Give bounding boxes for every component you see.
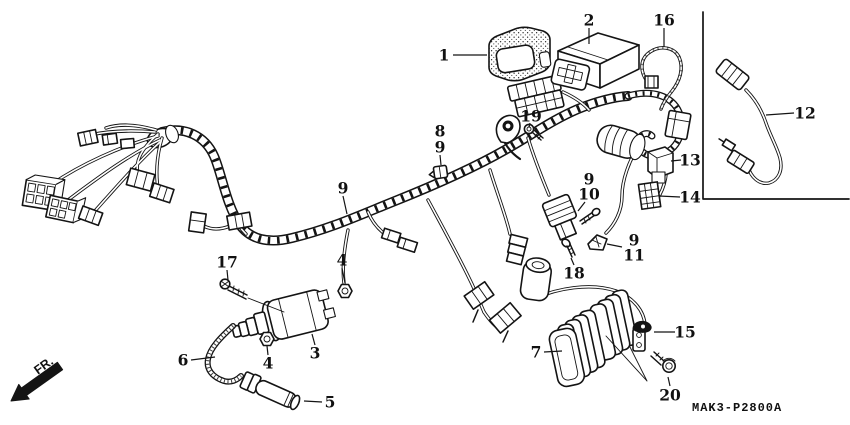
part-17-bolt bbox=[219, 278, 285, 313]
part-number: 8 bbox=[435, 122, 446, 141]
part-3-ignition-coil bbox=[231, 289, 336, 342]
part-number: 16 bbox=[653, 11, 675, 30]
leader-line bbox=[670, 159, 682, 162]
part-number: 14 bbox=[679, 188, 701, 207]
part-20-bolt bbox=[650, 351, 676, 373]
part-number: 4 bbox=[263, 354, 274, 373]
part-label-16-2: 16 bbox=[653, 11, 675, 47]
left-connector-cluster bbox=[21, 128, 253, 234]
part-label-4-18: 4 bbox=[263, 345, 274, 373]
part-number: 13 bbox=[679, 151, 701, 170]
part-number: 15 bbox=[674, 323, 696, 342]
leader-line bbox=[190, 356, 216, 361]
part-number: 9 bbox=[584, 170, 595, 189]
part-number: 10 bbox=[578, 185, 600, 204]
part-number: 7 bbox=[531, 343, 542, 362]
part-14-connector bbox=[637, 181, 662, 211]
leader-line bbox=[667, 376, 671, 387]
part-label-2-1: 2 bbox=[584, 11, 595, 44]
part-label-17-15: 17 bbox=[216, 253, 238, 281]
leader-line bbox=[765, 112, 795, 116]
part-number: 6 bbox=[178, 351, 189, 370]
part-label-8-5: 8 bbox=[435, 122, 446, 141]
part-label-14-9: 14 bbox=[658, 188, 701, 207]
leader-line bbox=[543, 350, 563, 353]
part-12-cable bbox=[744, 88, 783, 185]
part-10-bolt bbox=[579, 207, 601, 225]
part-number: 11 bbox=[623, 246, 645, 265]
mid-branch-connectors bbox=[380, 227, 529, 343]
boot-connector-illustration bbox=[596, 124, 646, 161]
relay-block-illustration bbox=[541, 193, 578, 241]
leader-line bbox=[577, 201, 586, 212]
part-8-clip bbox=[428, 164, 449, 180]
part-1-spark-unit bbox=[488, 26, 552, 82]
part-4-nut-upper bbox=[337, 283, 353, 299]
part-number: 3 bbox=[310, 344, 321, 363]
part-label-5-20: 5 bbox=[303, 393, 336, 412]
harness-bracket bbox=[495, 114, 522, 161]
part-number: 20 bbox=[659, 386, 681, 405]
part-number: 9 bbox=[338, 179, 349, 198]
part-label-18-14: 18 bbox=[563, 257, 585, 283]
part-label-4-16: 4 bbox=[337, 251, 348, 284]
part-label-9-10: 9 bbox=[584, 170, 595, 189]
leader-line bbox=[311, 333, 316, 346]
part-label-19-4: 19 bbox=[520, 107, 542, 128]
part-number: 9 bbox=[629, 231, 640, 250]
part-12-region bbox=[702, 11, 850, 200]
part-label-9-7: 9 bbox=[338, 179, 349, 215]
part-4-nut-lower bbox=[259, 331, 275, 347]
part-number: 18 bbox=[563, 264, 585, 283]
part-number: 9 bbox=[435, 138, 446, 157]
part-number: 1 bbox=[439, 46, 450, 65]
part-18-screw bbox=[561, 238, 576, 258]
leader-line bbox=[303, 400, 323, 403]
part-number: 5 bbox=[325, 393, 336, 412]
leader-line bbox=[528, 122, 531, 128]
fr-direction-arrow: FR. bbox=[10, 354, 64, 402]
leader-line bbox=[439, 154, 442, 166]
rear-coil-illustration bbox=[519, 257, 553, 302]
part-label-7-21: 7 bbox=[531, 343, 563, 362]
part-7-regulator-rectifier bbox=[548, 289, 638, 388]
leader-line bbox=[266, 345, 269, 356]
part-number: 19 bbox=[520, 107, 542, 126]
part-16-band bbox=[640, 46, 683, 111]
part-label-10-11: 10 bbox=[577, 185, 600, 212]
part-label-11-13: 11 bbox=[606, 243, 645, 265]
part-15-clamp bbox=[632, 320, 652, 352]
part-number: 4 bbox=[337, 251, 348, 270]
diagram-code: MAK3-P2800A bbox=[692, 401, 782, 415]
part-number: 17 bbox=[216, 253, 238, 272]
part-label-20-23: 20 bbox=[659, 376, 681, 405]
part-11-wedge bbox=[587, 234, 608, 251]
regulator-pointer-lines bbox=[605, 335, 648, 382]
part-label-13-8: 13 bbox=[670, 151, 701, 170]
part-5-plug-cap bbox=[239, 371, 301, 411]
cdi-wire bbox=[561, 90, 591, 112]
part-label-9-12: 9 bbox=[629, 231, 640, 250]
part-label-6-19: 6 bbox=[178, 351, 216, 370]
part-number: 2 bbox=[584, 11, 595, 30]
part-number: 12 bbox=[794, 104, 816, 123]
part-label-1-0: 1 bbox=[439, 46, 487, 65]
leader-line bbox=[658, 195, 681, 198]
part-label-15-22: 15 bbox=[654, 323, 696, 342]
part-label-12-3: 12 bbox=[765, 104, 816, 123]
leader-line bbox=[341, 267, 346, 284]
part-label-9-6: 9 bbox=[435, 138, 446, 166]
part-13-relay bbox=[647, 109, 692, 184]
part-12-end-connector bbox=[718, 138, 755, 175]
part-label-3-17: 3 bbox=[310, 333, 321, 363]
part-12-top-connector bbox=[715, 58, 750, 91]
leader-line bbox=[570, 257, 575, 266]
part-2-control-module bbox=[550, 32, 640, 91]
leader-line bbox=[606, 243, 623, 248]
leader-line bbox=[226, 269, 229, 281]
leader-line bbox=[342, 195, 348, 215]
